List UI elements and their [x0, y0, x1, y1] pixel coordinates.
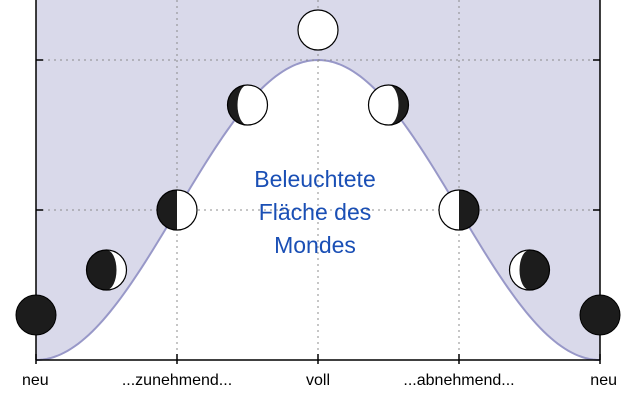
moon-lit-1	[106, 250, 127, 290]
moon-lit-3	[237, 85, 268, 125]
x-tick-label-1: ...zunehmend...	[122, 372, 232, 389]
moon-lit-7	[509, 250, 530, 290]
moon-outline-3	[226, 84, 269, 126]
moon-disc-0	[15, 294, 57, 336]
moon-lit-6	[439, 190, 459, 230]
x-tick-label-4: neu	[590, 372, 617, 389]
moon-phase-icon-1	[85, 249, 128, 291]
moon-phase-icon-7	[508, 249, 551, 291]
moon-outline-6	[438, 189, 480, 231]
moon-outline-7	[508, 249, 551, 291]
moon-phase-icon-2	[156, 189, 198, 231]
moon-phase-icon-6	[438, 189, 480, 231]
moon-disc-8	[579, 294, 621, 336]
moon-outline-5	[367, 84, 410, 126]
moon-phase-icon-3	[226, 84, 269, 126]
annotation-line-1: Beleuchtete	[254, 166, 376, 192]
moon-outline-2	[156, 189, 198, 231]
moon-phase-icon-0	[15, 294, 57, 336]
annotation-line-3: Mondes	[274, 232, 356, 258]
moon-phase-icon-8	[579, 294, 621, 336]
moon-outline-1	[85, 249, 128, 291]
x-tick-label-3: ...abnehmend...	[403, 372, 514, 389]
illuminated-area-annotation: Beleuchtete Fläche des Mondes	[215, 163, 415, 262]
moon-lit-5	[368, 85, 399, 125]
x-tick-label-2: voll	[306, 372, 330, 389]
moon-phase-icon-4	[297, 9, 339, 51]
annotation-line-2: Fläche des	[258, 199, 372, 225]
x-tick-label-0: neu	[22, 372, 49, 389]
moon-lit-2	[177, 190, 197, 230]
moon-disc-4	[297, 9, 339, 51]
moon-phase-icon-5	[367, 84, 410, 126]
